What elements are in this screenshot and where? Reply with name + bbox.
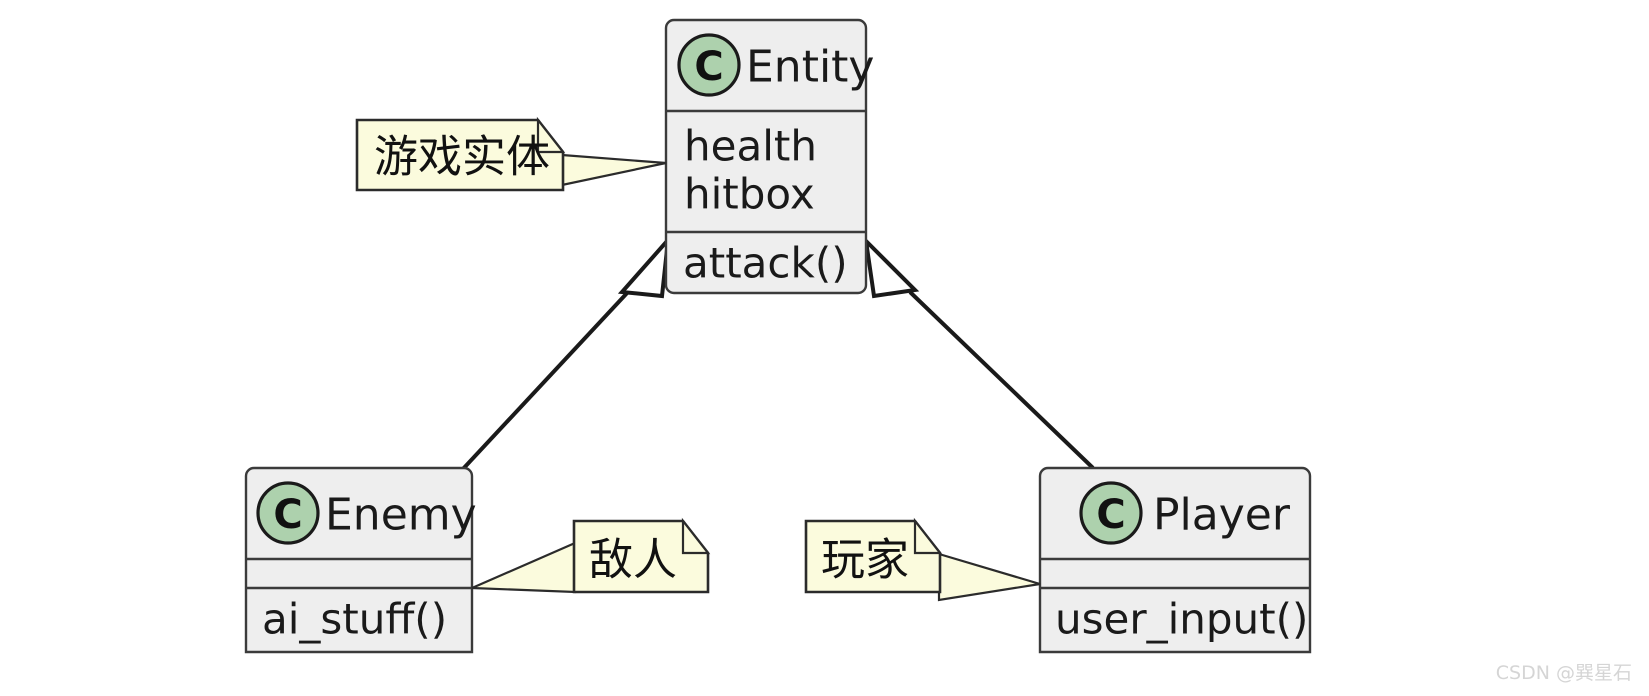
class-icon bbox=[1079, 481, 1143, 545]
class-attribute: hitbox bbox=[684, 170, 815, 219]
note-fold-corner bbox=[681, 517, 711, 555]
relation-player-to-entity bbox=[863, 235, 1095, 470]
note-text: 玩家 bbox=[821, 535, 909, 586]
note-fold-corner bbox=[913, 517, 943, 555]
note-text: 游戏实体 bbox=[374, 132, 550, 183]
class-icon bbox=[256, 481, 320, 545]
class-method: user_input() bbox=[1055, 595, 1308, 644]
generalization-arrowhead bbox=[617, 233, 671, 299]
class-attribute: health bbox=[684, 122, 817, 171]
note-text: 敌人 bbox=[589, 535, 677, 586]
relation-enemy-to-entity bbox=[460, 233, 671, 472]
note-body bbox=[572, 519, 710, 594]
note-fold-corner bbox=[536, 116, 566, 154]
watermark-text: CSDN @巽星石 bbox=[1496, 662, 1632, 684]
class-box-player[interactable]: C Player user_input() bbox=[1038, 466, 1312, 654]
note-pointer bbox=[937, 552, 1041, 602]
class-name-enemy: Enemy bbox=[325, 490, 477, 541]
note-body bbox=[804, 519, 942, 594]
note-player[interactable]: 玩家 bbox=[804, 517, 1041, 602]
class-icon-letter: C bbox=[1096, 492, 1125, 538]
note-body bbox=[355, 118, 565, 192]
class-method: ai_stuff() bbox=[262, 595, 447, 644]
note-pointer bbox=[560, 153, 667, 187]
note-entity[interactable]: 游戏实体 bbox=[355, 116, 667, 192]
class-icon bbox=[677, 33, 741, 97]
class-box-entity[interactable]: C Entity health hitbox attack() bbox=[664, 18, 874, 295]
class-method: attack() bbox=[683, 239, 848, 288]
class-icon-letter: C bbox=[273, 492, 302, 538]
generalization-arrowhead bbox=[863, 235, 920, 299]
class-name-player: Player bbox=[1153, 490, 1291, 541]
class-box-enemy[interactable]: C Enemy ai_stuff() bbox=[244, 466, 477, 654]
note-pointer bbox=[471, 541, 577, 594]
class-name-entity: Entity bbox=[746, 42, 874, 93]
class-icon-letter: C bbox=[694, 44, 723, 90]
note-enemy[interactable]: 敌人 bbox=[471, 517, 711, 594]
